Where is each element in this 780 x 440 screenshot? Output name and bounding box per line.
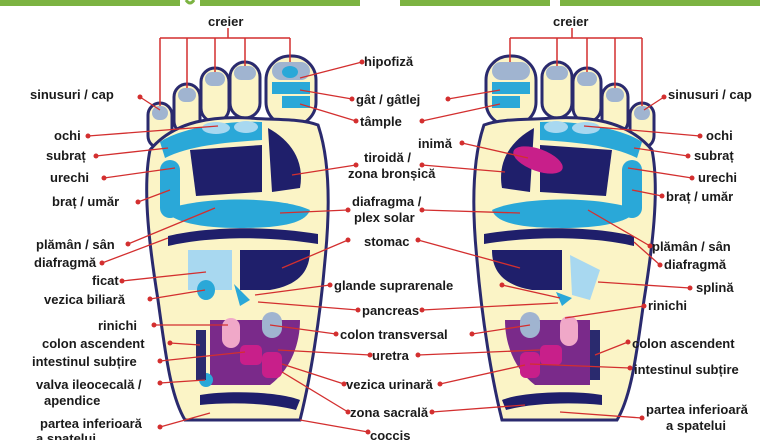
label-pancreas: pancreas: [362, 303, 420, 318]
label-right-sinusuri: sinusuri / cap: [668, 87, 752, 102]
label-right-plaman: plămân / sân: [652, 239, 731, 254]
label-right-colon-ascendent: colon ascendent: [632, 336, 735, 351]
label-left-ochi: ochi: [54, 128, 81, 143]
label-left-vezica-biliara: vezica biliară: [44, 292, 125, 307]
label-right-intestinul: intestinul subțire: [634, 362, 739, 377]
label-diafragma-mid-1: diafragma /: [352, 194, 422, 209]
label-left-sinusuri: sinusuri / cap: [30, 87, 114, 102]
label-right-ochi: ochi: [706, 128, 733, 143]
label-creier-right: creier: [553, 14, 589, 29]
label-left-rinichi: rinichi: [98, 318, 138, 333]
label-left-colon-ascendent: colon ascendent: [42, 336, 145, 351]
label-right-diafragma: diafragmă: [664, 257, 727, 272]
label-left-diafragma: diafragmă: [34, 255, 97, 270]
label-tiroida-1: tiroidă /: [364, 150, 411, 165]
label-left-valva-1: valva ileocecală /: [36, 377, 142, 392]
leader-dots: [85, 59, 703, 435]
label-right-urechi: urechi: [698, 170, 738, 185]
left-foot: [145, 54, 330, 422]
label-right-splina: splină: [696, 280, 734, 295]
title-strip: [0, 0, 760, 6]
label-right-brat: braț / umăr: [666, 189, 734, 204]
label-glande: glande suprarenale: [334, 278, 454, 293]
label-left-partea-2: a spatelui: [36, 431, 96, 440]
label-left-ficat: ficat: [92, 273, 119, 288]
creier-brackets: [159, 28, 643, 106]
label-hipofiza: hipofiză: [364, 54, 414, 69]
label-left-brat: braț / umăr: [52, 194, 120, 209]
label-inima: inimă: [418, 136, 452, 151]
label-vezica-urinara: vezica urinară: [346, 377, 433, 392]
label-left-valva-2: apendice: [44, 393, 101, 408]
label-coccis: coccis: [370, 428, 411, 440]
label-tample: tâmple: [360, 114, 402, 129]
label-left-partea-1: partea inferioară: [40, 416, 142, 431]
label-tiroida-2: zona bronșică: [348, 166, 436, 181]
label-right-subrat: subraț: [694, 148, 734, 163]
label-zona-sacrala: zona sacrală: [350, 405, 429, 420]
label-left-subrat: subraț: [46, 148, 86, 163]
label-colon-transversal: colon transversal: [340, 327, 448, 342]
label-diafragma-mid-2: plex solar: [354, 210, 415, 225]
label-uretra: uretra: [372, 348, 409, 363]
label-right-partea-1: partea inferioară: [646, 402, 748, 417]
label-left-intestinul: intestinul subțire: [32, 354, 137, 369]
label-right-rinichi: rinichi: [648, 298, 688, 313]
label-gat: gât / gâtlej: [356, 92, 421, 107]
label-left-urechi: urechi: [50, 170, 90, 185]
label-right-partea-2: a spatelui: [666, 418, 726, 433]
label-left-plaman: plămân / sân: [36, 237, 115, 252]
label-stomac: stomac: [364, 234, 410, 249]
leader-lines: [87, 61, 701, 433]
label-creier-left: creier: [208, 14, 244, 29]
right-foot: [472, 54, 657, 422]
